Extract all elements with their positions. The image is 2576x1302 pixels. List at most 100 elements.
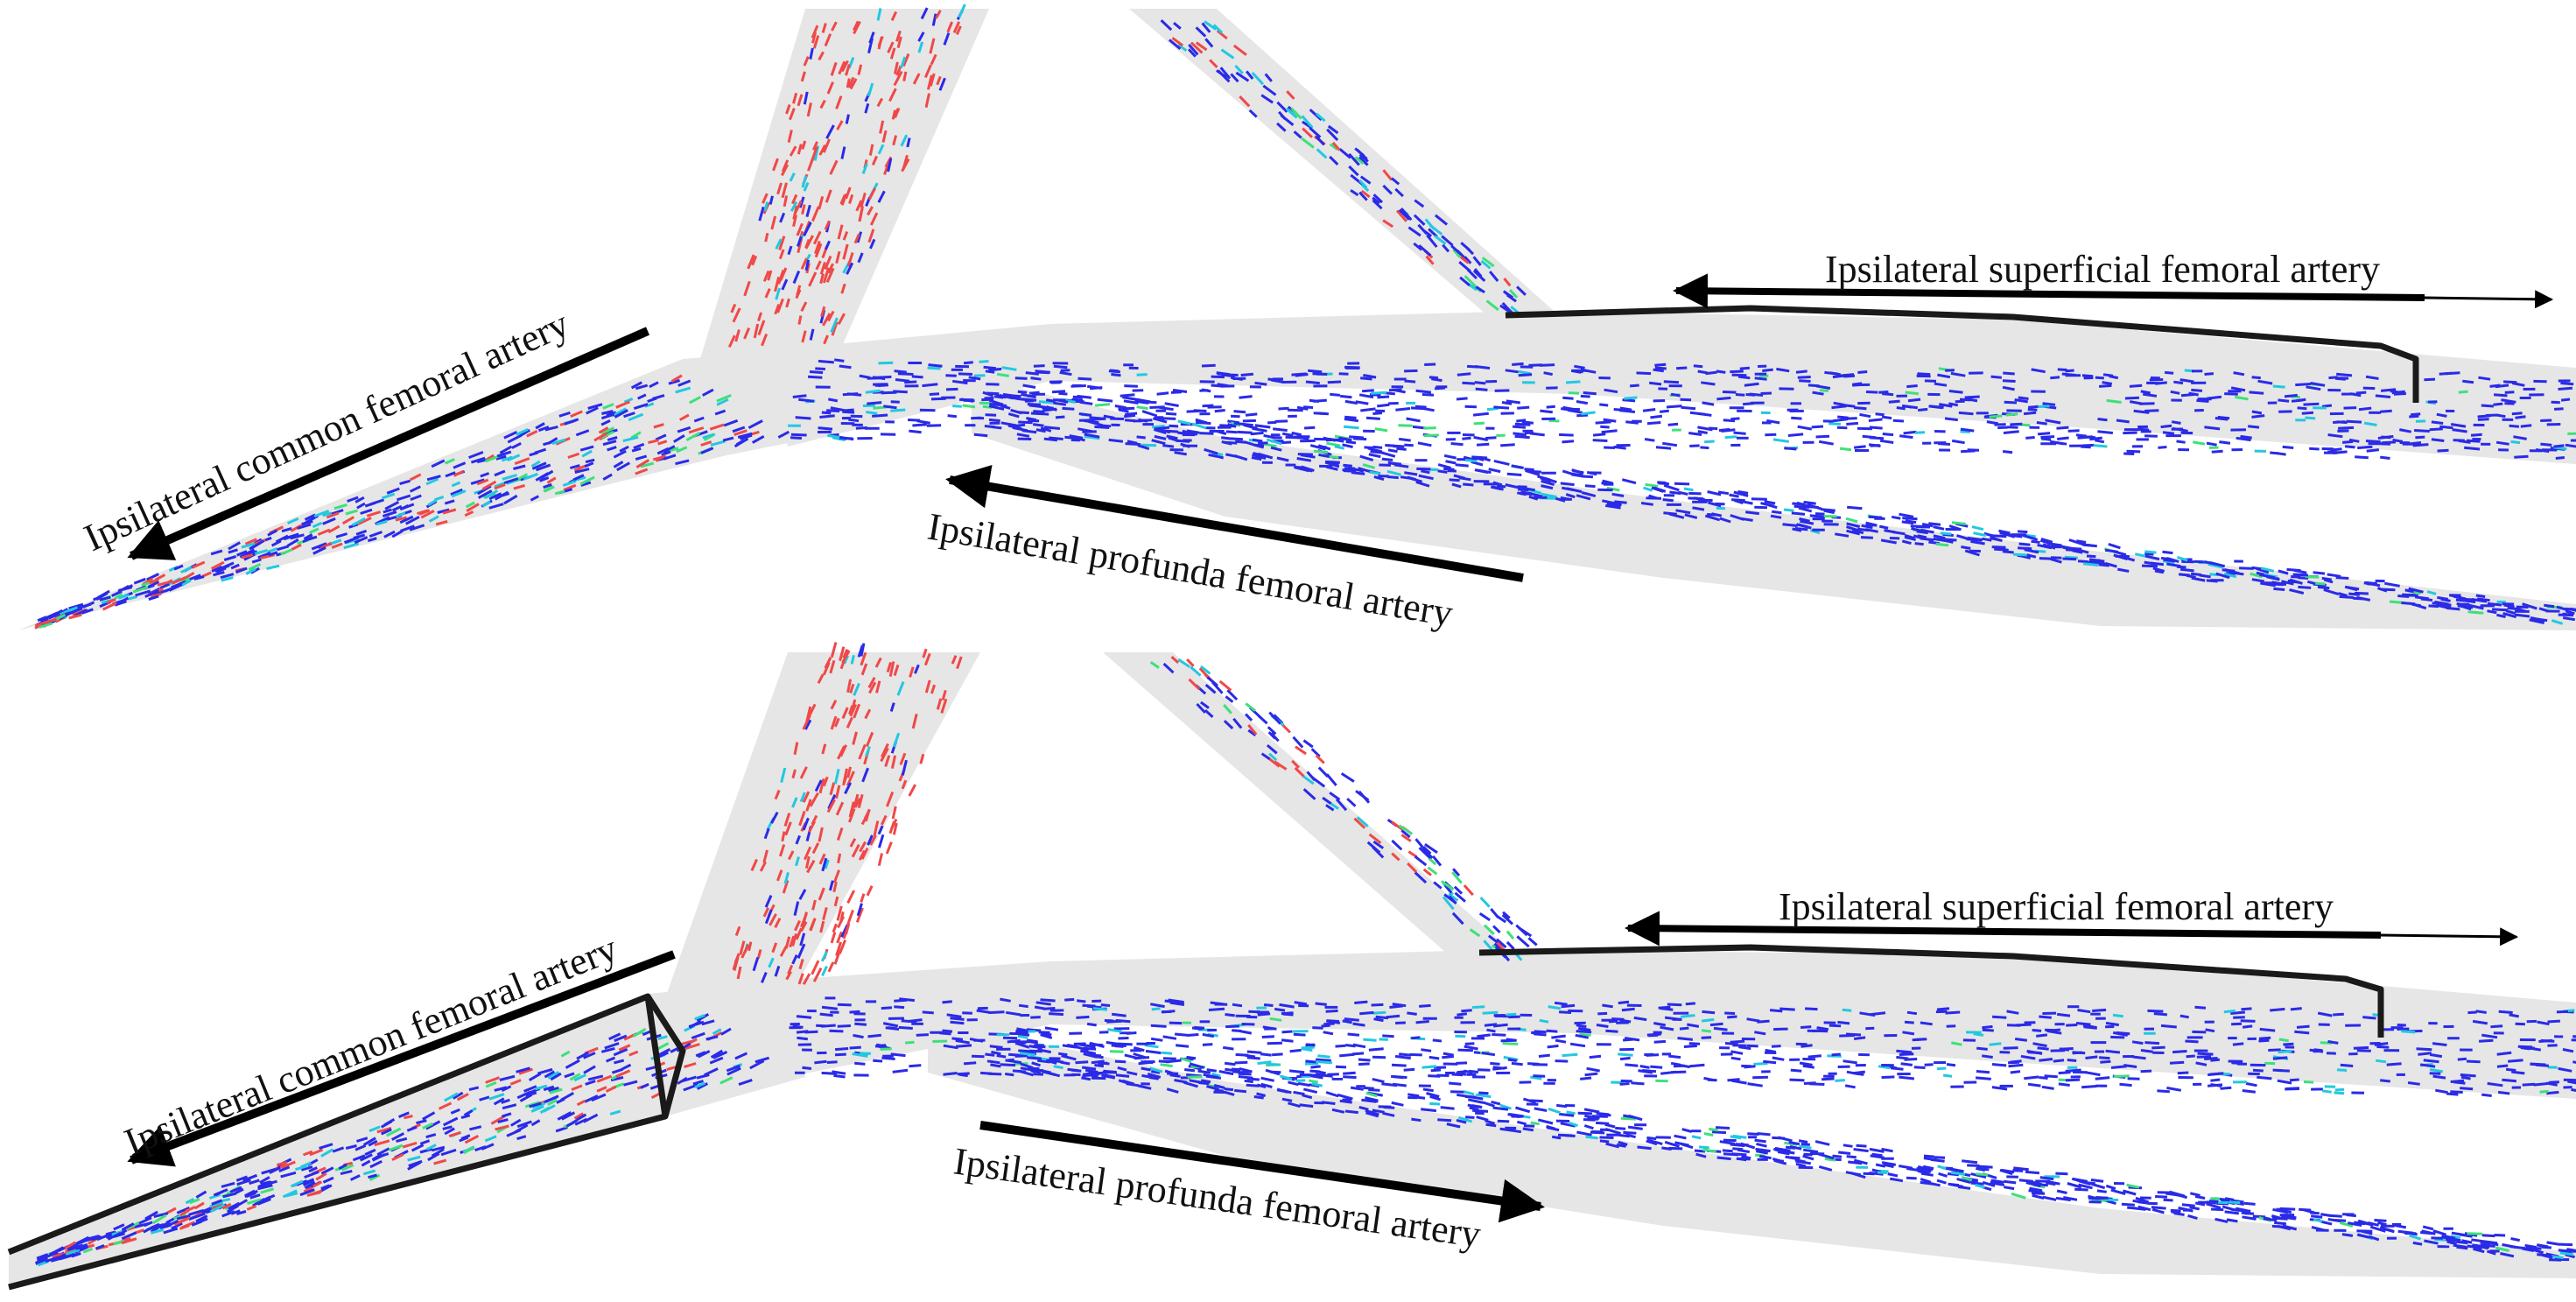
flow-vector [516, 1120, 532, 1129]
flow-vector [716, 398, 729, 406]
flow-vector [1606, 486, 1620, 492]
flow-vector [1658, 482, 1670, 486]
flow-vector [785, 970, 792, 981]
flow-vector [2186, 574, 2196, 579]
flow-vector [1424, 843, 1438, 855]
flow-vector [193, 1201, 205, 1210]
flow-vector [1899, 1165, 1913, 1170]
flow-vector [208, 1193, 221, 1200]
flow-vector [1784, 447, 1797, 451]
flow-vector [2375, 394, 2391, 398]
flow-vector [481, 480, 497, 491]
flow-vector [1560, 482, 1575, 487]
flow-vector [1618, 1052, 1633, 1057]
flow-vector [1906, 384, 1918, 389]
flow-vector [777, 430, 790, 439]
flow-vector [793, 901, 800, 916]
flow-vector [2333, 1012, 2344, 1017]
flow-vector [778, 236, 786, 250]
flow-vector [569, 1073, 581, 1081]
flow-vector [852, 1052, 868, 1058]
flow-vector [726, 1066, 741, 1076]
flow-vector [1827, 1054, 1842, 1058]
flow-vector [1697, 369, 1708, 375]
flow-vector [2251, 410, 2263, 415]
flow-vector [211, 1199, 223, 1206]
flow-vector [2301, 411, 2314, 415]
flow-vector [730, 303, 737, 313]
flow-vector [688, 426, 705, 434]
flow-vector [2562, 612, 2572, 616]
flow-vector [845, 64, 851, 76]
panel-bottom [7, 642, 2576, 1291]
flow-vector [2547, 1019, 2560, 1024]
flow-vector [1730, 369, 1744, 374]
flow-vector [1946, 1063, 1956, 1067]
flow-vector [1654, 366, 1667, 370]
flow-vector [836, 905, 843, 921]
flow-vector [1089, 1041, 1105, 1048]
flow-vector [2032, 1193, 2045, 1200]
flow-vector [1338, 147, 1351, 159]
flow-vector [2354, 591, 2369, 595]
flow-vector [1660, 1007, 1674, 1011]
flow-vector [710, 440, 726, 447]
flow-vector [1961, 1175, 1973, 1182]
flow-vector [313, 510, 330, 518]
flow-vector [1315, 1002, 1327, 1006]
flow-vector [400, 524, 415, 532]
flow-vector [1381, 1082, 1398, 1087]
flow-vector [798, 810, 806, 827]
flow-vector [191, 1220, 203, 1227]
flow-vector [2271, 1216, 2288, 1221]
flow-vector [666, 1066, 677, 1072]
flow-vector [2510, 440, 2521, 445]
flow-vector [1772, 1056, 1785, 1061]
flow-vector [1472, 412, 1489, 417]
flow-vector [1904, 1020, 1914, 1024]
flow-vector [914, 664, 920, 674]
flow-vector [2263, 1217, 2278, 1222]
flow-vector [2134, 552, 2146, 558]
flow-vector [96, 589, 110, 600]
flow-vector [809, 918, 816, 931]
flow-vector [628, 1050, 639, 1057]
flow-vector [1326, 128, 1339, 142]
flow-vector [1548, 1107, 1562, 1115]
flow-vector [1902, 1031, 1915, 1036]
flow-vector [2207, 1083, 2223, 1087]
flow-vector [283, 532, 299, 541]
flow-vector [890, 755, 897, 770]
flow-vector [503, 494, 518, 505]
flow-vector [2215, 572, 2230, 580]
flow-vector [1254, 381, 1267, 386]
flow-vector [1503, 278, 1512, 287]
flow-vector [335, 532, 348, 538]
vessel-superficial-femoral [770, 311, 2576, 464]
flow-vector [464, 1134, 480, 1144]
flow-vector [762, 193, 769, 204]
flow-vector [1308, 369, 1323, 374]
flow-vector [1961, 545, 1971, 550]
flow-vector [923, 652, 931, 666]
flow-vector [846, 890, 856, 904]
flow-vector [988, 1010, 1005, 1015]
flow-vector [1365, 416, 1380, 420]
flow-vector [1109, 369, 1120, 373]
flow-vector [2105, 1184, 2116, 1191]
flow-vector [1404, 471, 1418, 476]
flow-vector [249, 1193, 261, 1200]
flow-vector [425, 1144, 437, 1151]
flow-vector [499, 445, 513, 454]
flow-vector [844, 782, 853, 795]
flow-vector [842, 925, 850, 940]
flow-vector [2209, 1072, 2224, 1076]
flow-vector [1355, 400, 1369, 405]
flow-vector [2540, 1038, 2555, 1043]
flow-vector [2411, 602, 2421, 608]
flow-vector [2032, 1042, 2047, 1048]
flow-vector [855, 200, 863, 212]
flow-vector [1948, 402, 1959, 407]
flow-vector [2231, 1061, 2243, 1066]
flow-vector [853, 793, 860, 809]
